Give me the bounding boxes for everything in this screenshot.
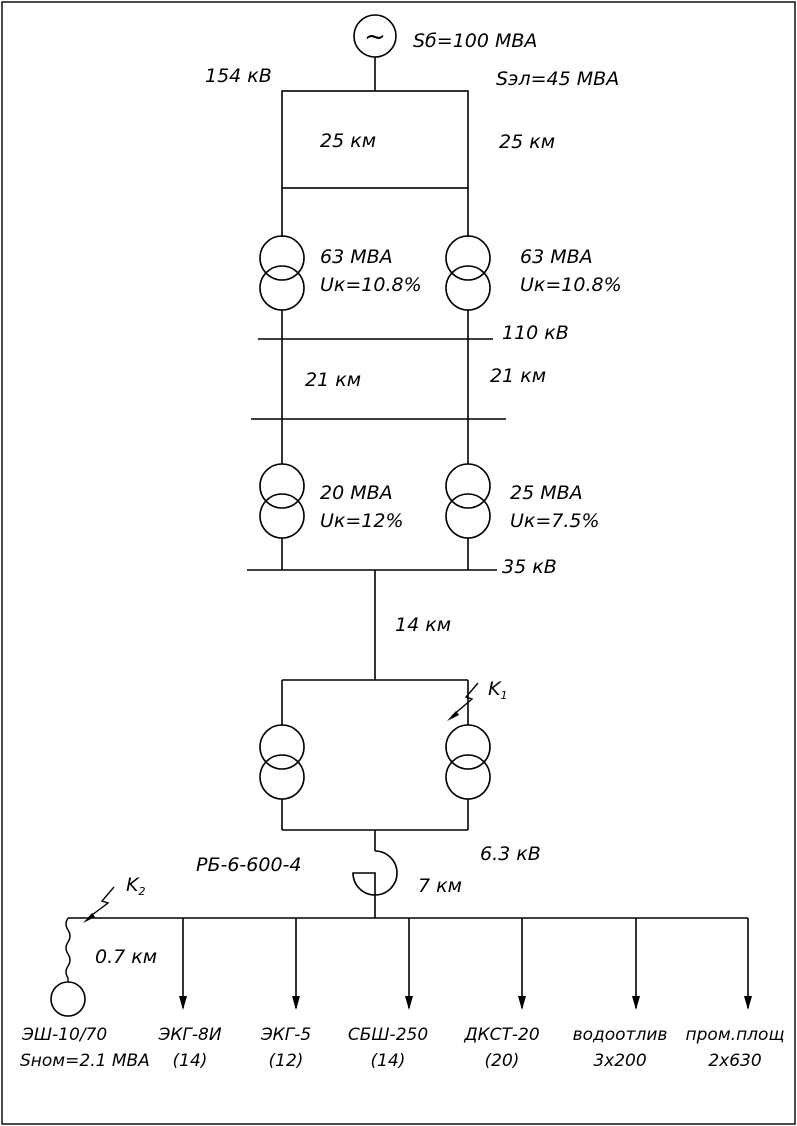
transformer-winding-icon — [259, 724, 305, 770]
fault-arrowhead-icon — [447, 711, 459, 721]
transformer-winding-icon — [259, 463, 305, 509]
tr1-left-power: 63 MBA — [320, 246, 393, 268]
reactor-icon — [352, 850, 398, 918]
transformer-winding-icon — [259, 265, 305, 311]
feeder-arrow-icon — [518, 996, 526, 1010]
transformer-1-left — [259, 235, 305, 311]
transformer-2-left — [259, 463, 305, 539]
line-154-loop — [281, 90, 469, 189]
load-label-6-name: пром.площ — [686, 1025, 785, 1045]
transformer-winding-icon — [445, 754, 491, 800]
transformer-3-left — [259, 724, 305, 800]
load-label-2-qty: (12) — [269, 1051, 304, 1071]
fault-k2: K2 — [83, 874, 145, 923]
load-label-4-qty: (20) — [485, 1051, 520, 1071]
line-110-left-length: 21 км — [305, 369, 361, 391]
transformer-winding-icon — [445, 235, 491, 281]
feeder-arrow-icon — [292, 996, 300, 1010]
fault-arrow-icon — [87, 886, 115, 919]
generator: ~ — [353, 14, 397, 58]
generator-symbol: ~ — [364, 22, 386, 52]
load-label-1-name: ЭКГ-8И — [157, 1025, 221, 1045]
transformer-winding-icon — [259, 235, 305, 281]
load-label-motor-rating: Sном=2.1 MBA — [20, 1051, 150, 1071]
tr2-left-power: 20 MBA — [320, 482, 393, 504]
tr2-right-uk: Uк=7.5% — [510, 510, 600, 532]
bus-6-label: 6.3 кВ — [480, 843, 541, 865]
motor-icon — [50, 981, 86, 1017]
transformer-winding-icon — [445, 265, 491, 311]
transformer-winding-icon — [445, 493, 491, 539]
motor-cable-length: 0.7 км — [95, 946, 157, 968]
load-label-3-qty: (14) — [371, 1051, 406, 1071]
tr2-left-uk: Uк=12% — [320, 510, 404, 532]
line-35-length: 14 км — [395, 614, 451, 636]
load-label-motor-name: ЭШ-10/70 — [21, 1025, 107, 1045]
tr1-right-uk: Uк=10.8% — [520, 274, 622, 296]
load-label-6-qty: 2x630 — [708, 1051, 761, 1071]
load-feeders — [179, 918, 752, 1010]
fault-arrow-icon — [451, 682, 479, 717]
tr1-left-uk: Uк=10.8% — [320, 274, 422, 296]
line-110-right-length: 21 км — [490, 365, 546, 387]
tr2-right-power: 25 MBA — [510, 482, 583, 504]
load-label-5-name: водоотлив — [573, 1025, 668, 1045]
feeder-arrow-icon — [744, 996, 752, 1010]
bus-110-label: 110 кВ — [502, 322, 569, 344]
transformer-1-right — [445, 235, 491, 311]
line-154-left-length: 25 км — [320, 130, 376, 152]
reactor-label: РБ-6-600-4 — [196, 854, 302, 876]
fault-arrowhead-icon — [83, 913, 95, 923]
system-power: Sэл=45 MBA — [496, 68, 619, 90]
tr1-right-power: 63 MBA — [520, 246, 593, 268]
transformer-winding-icon — [259, 754, 305, 800]
voltage-154-label: 154 кВ — [205, 65, 272, 87]
motor-cable — [65, 917, 71, 982]
feeder-arrow-icon — [405, 996, 413, 1010]
fault-k1: K1 — [447, 678, 507, 721]
line-154-right-length: 25 км — [499, 131, 555, 153]
fault-k1-label: K1 — [488, 678, 507, 702]
load-label-2-name: ЭКГ-5 — [260, 1025, 311, 1045]
feeder-arrow-icon — [632, 996, 640, 1010]
load-label-5-qty: 3x200 — [593, 1051, 646, 1071]
line-6-length: 7 км — [418, 875, 462, 897]
generator-base-power: Sб=100 MBA — [413, 30, 537, 52]
load-label-3-name: СБШ-250 — [348, 1025, 428, 1045]
fault-k2-label: K2 — [126, 874, 145, 898]
bus-35-label: 35 кВ — [502, 556, 557, 578]
transformer-winding-icon — [445, 463, 491, 509]
feeder-arrow-icon — [179, 996, 187, 1010]
load-label-4-name: ДКСТ-20 — [463, 1025, 539, 1045]
transformer-winding-icon — [445, 724, 491, 770]
load-label-1-qty: (14) — [173, 1051, 208, 1071]
transformer-winding-icon — [259, 493, 305, 539]
transformer-2-right — [445, 463, 491, 539]
transformer-3-right — [445, 724, 491, 800]
